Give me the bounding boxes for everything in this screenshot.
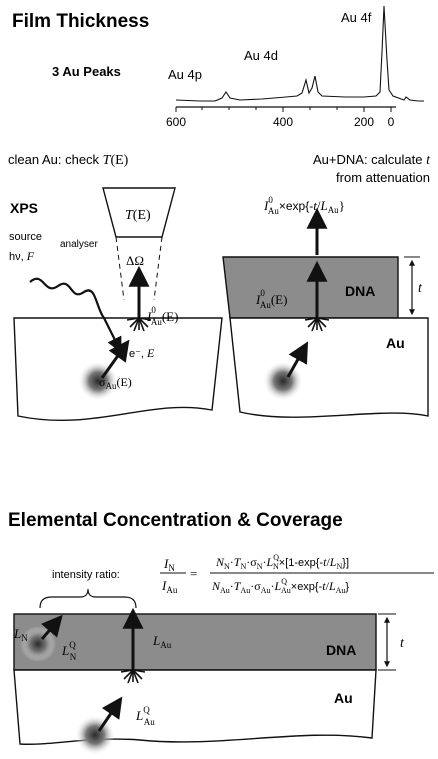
- source-photon-label: hν, F: [9, 249, 35, 263]
- au-substrate-right: [229, 317, 429, 418]
- spectrum-trace: [175, 5, 424, 102]
- au-label-right: Au: [386, 335, 405, 351]
- cross-section-label: σAu(E): [99, 375, 132, 391]
- L-Au-label: LAu: [152, 633, 172, 650]
- au-label-bottom: Au: [334, 690, 353, 706]
- thickness-label-right: t: [418, 281, 423, 296]
- xps-label: XPS: [10, 200, 38, 216]
- acceptance-cone-right: [153, 236, 163, 301]
- dna-label-right: DNA: [345, 283, 375, 299]
- acceptance-cone-left: [115, 236, 125, 301]
- intensity-ratio-label: intensity ratio:: [52, 569, 120, 581]
- source-label: source: [9, 231, 42, 243]
- axis-tick-label: 0: [388, 115, 395, 129]
- curly-brace-icon: [39, 588, 137, 609]
- axis-tick-label: 600: [166, 115, 186, 129]
- L-N-label: LN: [13, 626, 28, 643]
- coverage-title: Elemental Concentration & Coverage: [8, 510, 343, 531]
- ratio-lhs-denominator: IAu: [161, 578, 178, 595]
- electron-label: e⁻, E: [129, 346, 155, 360]
- axis-tick-label: 400: [273, 115, 293, 129]
- right-caption-line1: Au+DNA: calculate t: [313, 152, 431, 168]
- nitrogen-source-blob: [20, 626, 56, 662]
- solid-angle-label: ΔΩ: [126, 253, 144, 268]
- spectrum-label: 3 Au Peaks: [52, 64, 121, 79]
- au-substrate-bottom: [13, 669, 377, 745]
- peak-label-au4p: Au 4p: [168, 67, 202, 82]
- electron-arrow: [100, 339, 130, 379]
- nitrogen-emission-arrow: [40, 614, 63, 640]
- equals-sign: =: [190, 566, 197, 581]
- peak-label-au4f: Au 4f: [341, 10, 372, 25]
- analyser-label: analyser: [60, 239, 98, 250]
- thickness-label-bottom: t: [400, 636, 405, 651]
- emission-star-icon: [304, 317, 330, 332]
- peak-label-au4d: Au 4d: [244, 48, 278, 63]
- emission-star-icon: [126, 317, 152, 332]
- wavy-photon-arrow: [29, 277, 122, 353]
- emission-star-icon: [120, 669, 146, 684]
- dna-label-bottom: DNA: [326, 642, 356, 658]
- left-caption: clean Au: check T(E): [8, 152, 129, 168]
- au-source-blob-bottom: [75, 715, 115, 755]
- electron-arrow-right: [286, 341, 309, 378]
- source-blob-right: [263, 361, 303, 401]
- au-electron-arrow-bottom: [97, 696, 123, 732]
- film-thickness-title: Film Thickness: [12, 11, 149, 32]
- ratio-lhs-numerator: IN: [163, 556, 175, 573]
- spectrum-plot: 600 400 200 0 Au 4p Au 4d Au 4f: [166, 5, 424, 129]
- transmission-label: T(E): [125, 208, 151, 223]
- right-caption-line2: from attenuation: [336, 170, 430, 185]
- au-substrate-left: [13, 317, 223, 422]
- axis-tick-label: 200: [354, 115, 374, 129]
